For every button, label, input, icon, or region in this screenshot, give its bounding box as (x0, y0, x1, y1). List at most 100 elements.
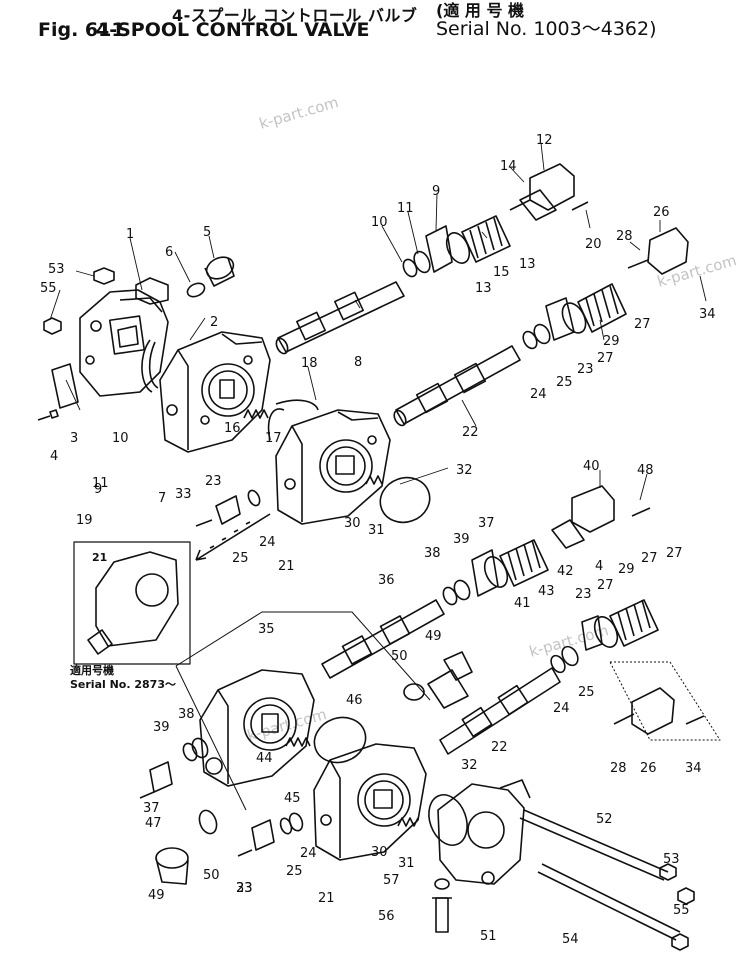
svg-text:28: 28 (616, 229, 633, 244)
valve-section-part (275, 409, 391, 525)
svg-text:7: 7 (158, 491, 166, 506)
svg-text:49: 49 (425, 629, 442, 644)
leader-lines (49, 142, 707, 501)
nut-part (671, 933, 689, 951)
inset-jp: 適用号機 (70, 664, 114, 677)
svg-text:32: 32 (456, 463, 473, 478)
svg-text:6: 6 (165, 245, 173, 260)
seal-part (182, 742, 198, 762)
svg-text:47: 47 (145, 816, 162, 831)
screw-part (37, 409, 59, 421)
spring-part (243, 409, 383, 485)
screw-part (685, 715, 705, 725)
o-ring-part (379, 476, 431, 524)
solenoid-part (613, 687, 675, 735)
serial-applicability: (適 用 号 機 Serial No. 1003～4362) (436, 1, 657, 40)
inset-callout: 21 (92, 551, 108, 564)
svg-text:32: 32 (461, 758, 478, 773)
screw-part (571, 201, 589, 211)
plate-part (215, 495, 241, 525)
spool-part (393, 345, 521, 427)
applicability-jp: (適 用 号 機 (436, 1, 525, 20)
svg-text:8: 8 (354, 355, 362, 370)
svg-text:44: 44 (256, 751, 273, 766)
svg-text:50: 50 (391, 649, 408, 664)
svg-text:30: 30 (344, 516, 361, 531)
svg-text:25: 25 (578, 685, 595, 700)
svg-text:9: 9 (432, 184, 440, 199)
plate-part (471, 549, 499, 597)
boot-part (593, 599, 659, 648)
svg-text:19: 19 (76, 513, 93, 528)
svg-text:46: 46 (346, 693, 363, 708)
svg-text:16: 16 (224, 421, 241, 436)
spring-part (397, 817, 419, 827)
svg-text:13: 13 (519, 257, 536, 272)
svg-text:42: 42 (557, 564, 574, 579)
svg-text:22: 22 (491, 740, 508, 755)
svg-text:51: 51 (480, 929, 497, 944)
boot-part (445, 215, 511, 264)
japanese-title: 4-スプール コントロール バルブ (172, 6, 418, 25)
svg-text:45: 45 (284, 791, 301, 806)
svg-text:49: 49 (148, 888, 165, 903)
plate-part (425, 225, 453, 273)
svg-text:20: 20 (585, 237, 602, 252)
direction-arrow (195, 513, 271, 561)
svg-text:29: 29 (603, 334, 620, 349)
svg-text:23: 23 (575, 587, 592, 602)
svg-text:27: 27 (641, 551, 658, 566)
svg-text:23: 23 (205, 474, 222, 489)
svg-text:23: 23 (577, 362, 594, 377)
svg-text:37: 37 (143, 801, 160, 816)
spool-part (439, 667, 561, 755)
figure-number: Fig. 611 (38, 19, 125, 41)
inset-box (73, 541, 191, 665)
tie-bolt-part (519, 809, 669, 881)
svg-text:30: 30 (371, 845, 388, 860)
nut-part (659, 863, 677, 881)
svg-text:27: 27 (634, 317, 651, 332)
svg-text:41: 41 (514, 596, 531, 611)
svg-text:5: 5 (203, 225, 211, 240)
svg-text:24: 24 (300, 846, 317, 861)
svg-text:35: 35 (258, 622, 275, 637)
dashed-grouping (609, 661, 721, 741)
diagram-title: 4-SPOOL CONTROL VALVE (96, 19, 370, 41)
svg-text:56: 56 (378, 909, 395, 924)
svg-text:24: 24 (259, 535, 276, 550)
svg-text:53: 53 (663, 852, 680, 867)
o-ring-part (141, 339, 153, 393)
svg-text:40: 40 (583, 459, 600, 474)
applicability-en: Serial No. 1003～4362) (436, 18, 657, 40)
valve-section-part (313, 743, 427, 861)
seal-part (453, 579, 471, 601)
o-ring-part (186, 282, 206, 298)
seal-part (247, 489, 261, 507)
svg-text:2: 2 (210, 315, 218, 330)
plug-part (155, 847, 189, 885)
svg-text:14: 14 (500, 159, 517, 174)
svg-text:10: 10 (112, 431, 129, 446)
end-cover-part (79, 277, 169, 397)
svg-text:28: 28 (610, 761, 627, 776)
inset-en: Serial No. 2873～ (70, 678, 176, 691)
o-ring-part (198, 809, 218, 835)
svg-text:15: 15 (493, 265, 510, 280)
solenoid-part (551, 485, 615, 549)
svg-text:25: 25 (556, 375, 573, 390)
spring-part (285, 737, 311, 747)
svg-text:10: 10 (371, 215, 388, 230)
o-ring-part (428, 794, 468, 846)
svg-text:38: 38 (178, 707, 195, 722)
svg-text:31: 31 (398, 856, 415, 871)
washer-part (434, 878, 450, 890)
end-cover-part (437, 779, 531, 885)
seal-part (550, 654, 566, 674)
svg-text:29: 29 (618, 562, 635, 577)
nut-part (43, 267, 115, 335)
svg-text:17: 17 (265, 431, 282, 446)
svg-text:27: 27 (597, 351, 614, 366)
valve-section-part (199, 669, 315, 787)
svg-text:48: 48 (637, 463, 654, 478)
